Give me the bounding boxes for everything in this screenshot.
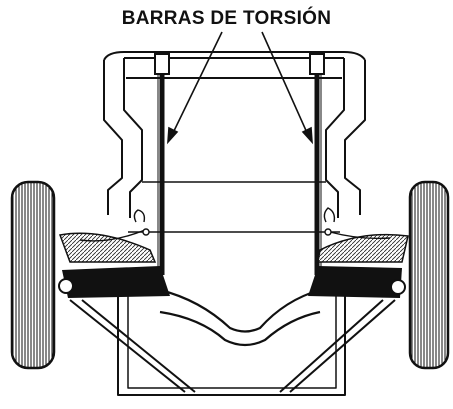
- title-leader-lines: [167, 31, 313, 145]
- diagonal-struts: [69, 299, 396, 393]
- control-arm-right: [308, 233, 409, 298]
- control-arm-left: [58, 232, 170, 298]
- wheel-left: [10, 180, 56, 370]
- torsion-bar-right: [309, 53, 325, 275]
- chassis-frame-inner: [123, 58, 143, 218]
- diagram-title: BARRAS DE TORSIÓN: [121, 8, 332, 29]
- chassis-frame-outer: [103, 60, 123, 215]
- axle-beam: [159, 288, 321, 347]
- torsion-bar-left: [154, 53, 170, 275]
- linkage-details: [79, 207, 391, 242]
- wheel-right: [408, 180, 450, 370]
